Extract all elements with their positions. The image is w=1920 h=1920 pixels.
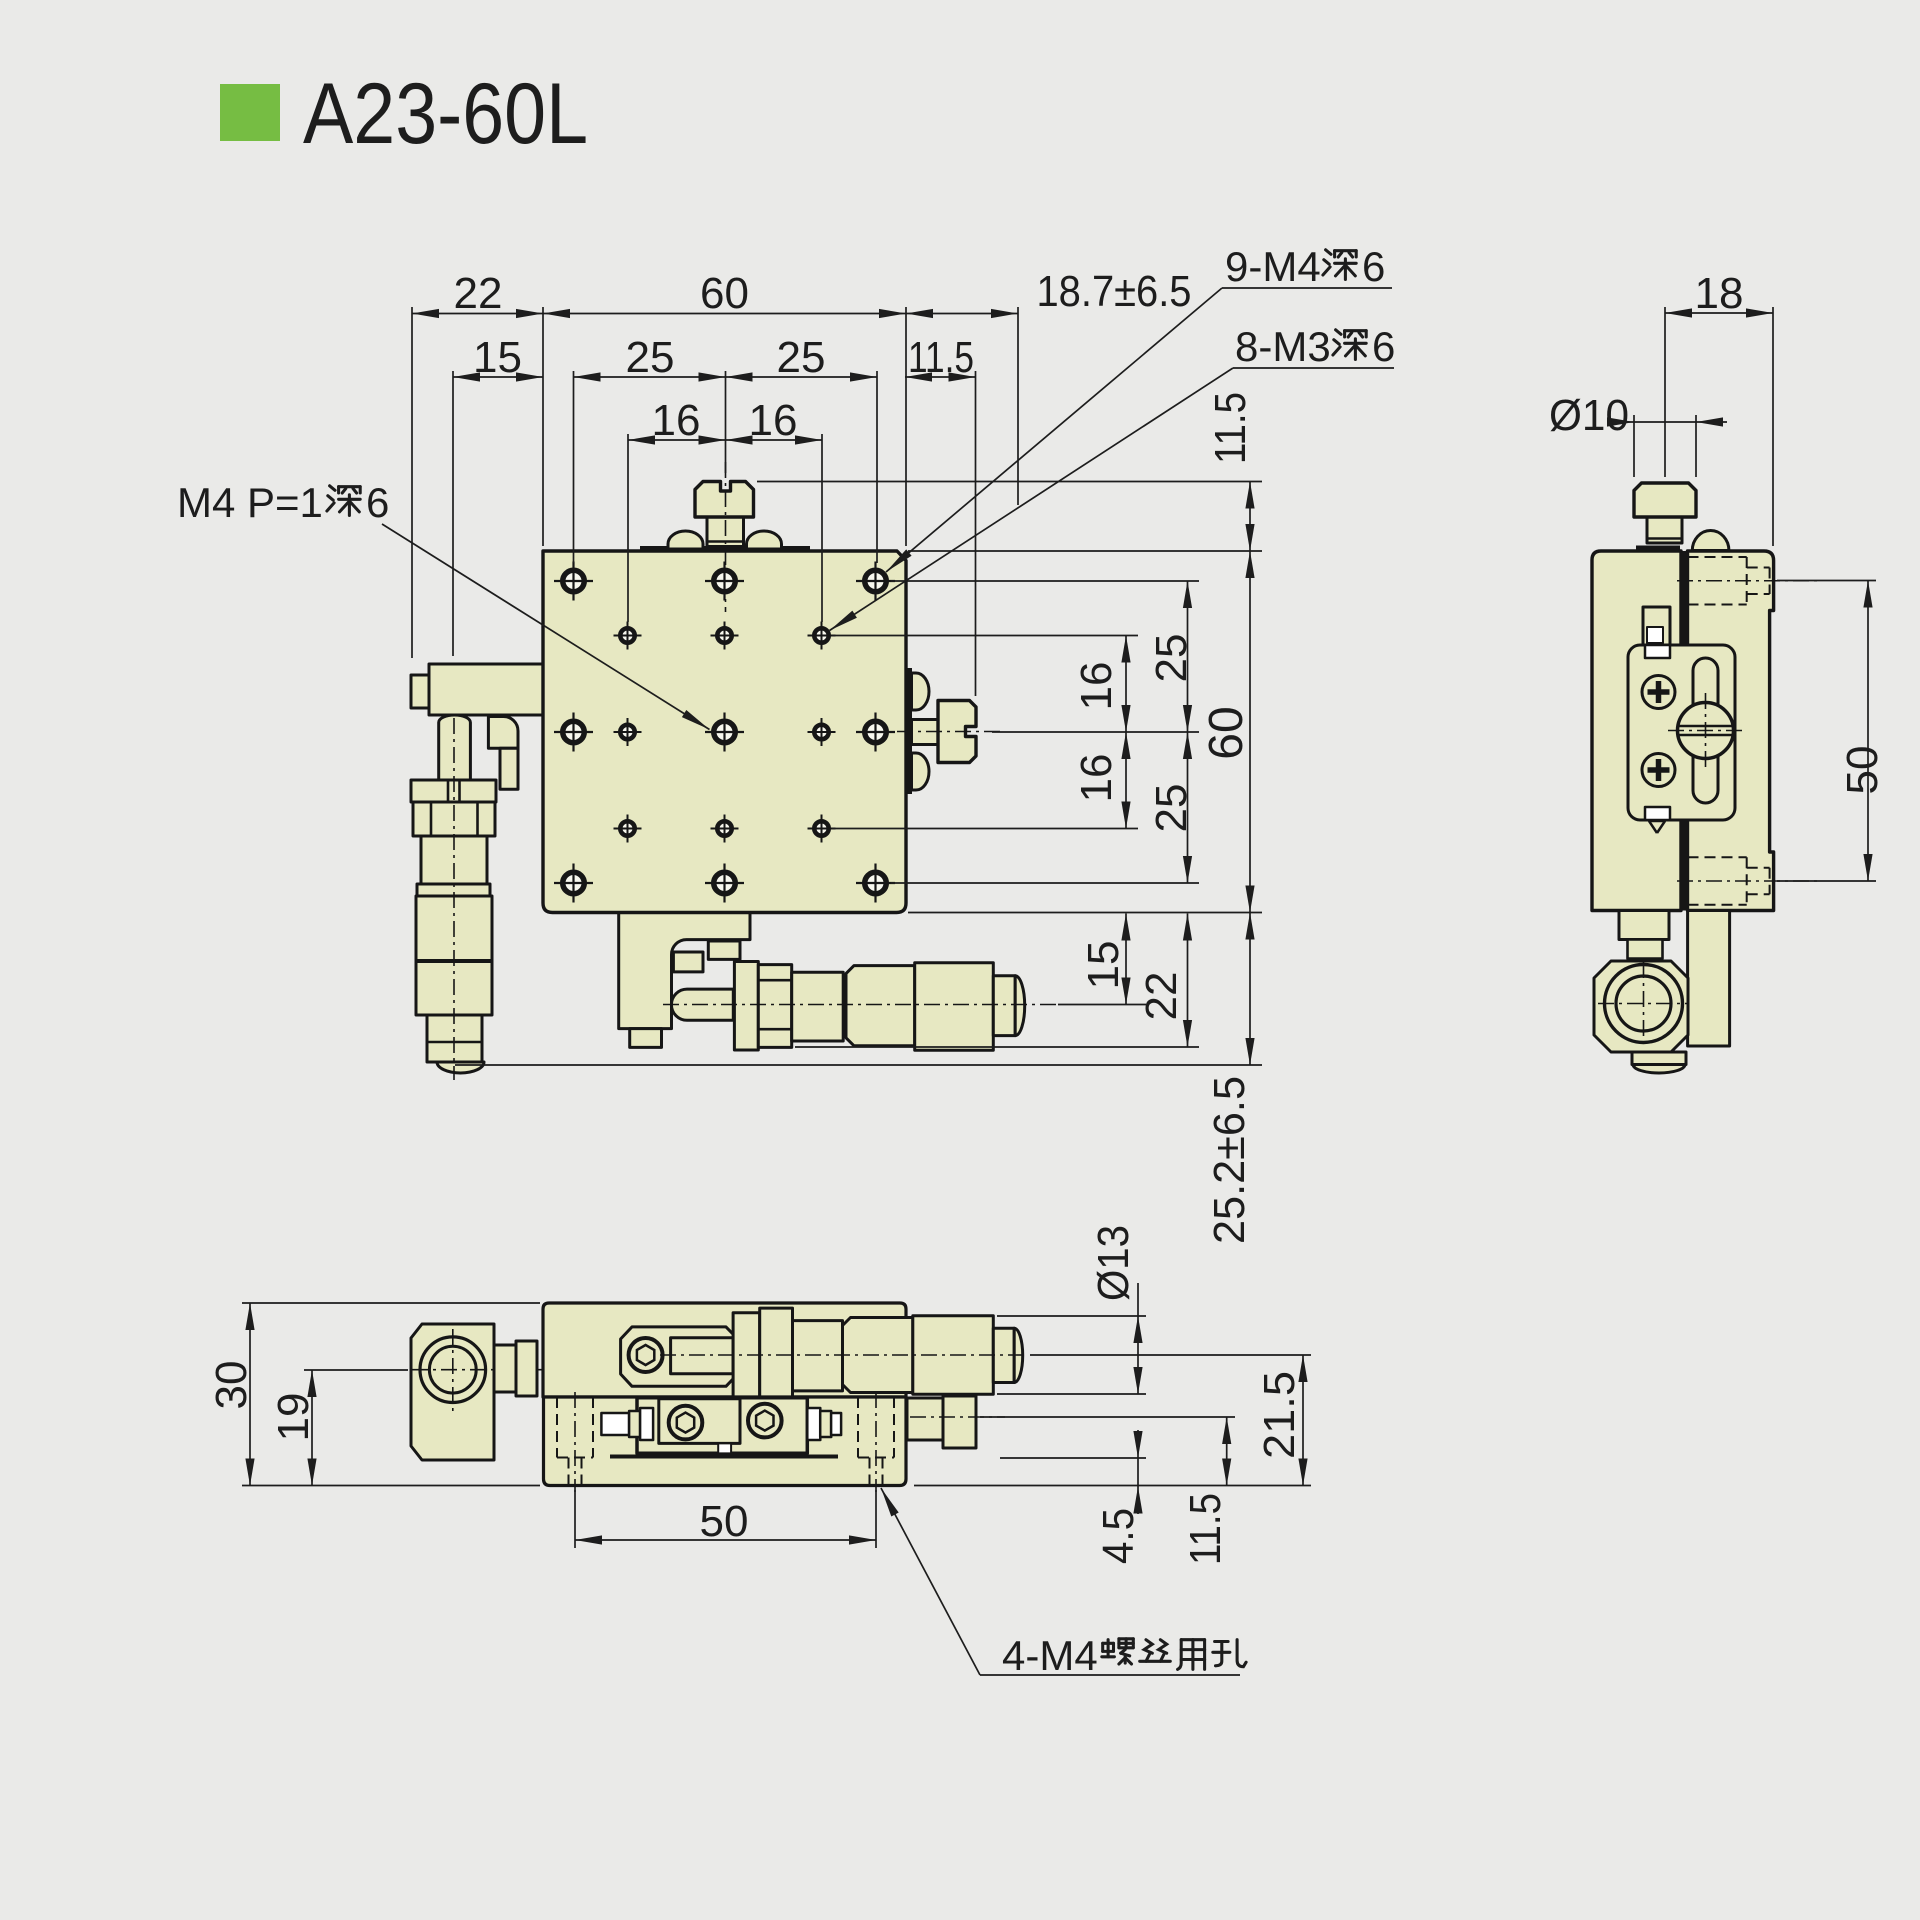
svg-text:50: 50 xyxy=(1838,746,1887,795)
svg-text:25: 25 xyxy=(626,333,675,382)
svg-text:11.5: 11.5 xyxy=(1206,392,1255,464)
svg-text:19: 19 xyxy=(269,1393,318,1442)
svg-text:15: 15 xyxy=(1079,941,1128,990)
svg-text:11.5: 11.5 xyxy=(1181,1493,1230,1565)
svg-text:M4 P=1: M4 P=1 xyxy=(177,479,323,526)
svg-text:25: 25 xyxy=(1147,634,1196,683)
svg-text:25: 25 xyxy=(1147,784,1196,833)
svg-text:30: 30 xyxy=(207,1361,256,1410)
svg-text:11.5: 11.5 xyxy=(908,333,974,382)
svg-text:9-M4: 9-M4 xyxy=(1225,243,1321,290)
svg-text:6: 6 xyxy=(1362,243,1385,290)
svg-text:16: 16 xyxy=(1072,662,1121,711)
svg-text:60: 60 xyxy=(1200,706,1253,759)
svg-text:22: 22 xyxy=(454,269,503,318)
svg-text:18.7±6.5: 18.7±6.5 xyxy=(1037,267,1192,316)
svg-text:60: 60 xyxy=(700,269,749,318)
svg-text:50: 50 xyxy=(700,1497,749,1546)
svg-text:A23-60L: A23-60L xyxy=(303,66,588,162)
svg-text:Ø13: Ø13 xyxy=(1089,1225,1138,1301)
svg-text:21.5: 21.5 xyxy=(1255,1371,1304,1459)
svg-text:25: 25 xyxy=(777,333,826,382)
svg-text:Ø10: Ø10 xyxy=(1549,391,1629,440)
svg-text:4-M4: 4-M4 xyxy=(1002,1632,1098,1679)
svg-text:18: 18 xyxy=(1695,269,1744,318)
svg-text:16: 16 xyxy=(652,396,701,445)
svg-text:6: 6 xyxy=(366,479,389,526)
svg-text:16: 16 xyxy=(749,396,798,445)
svg-text:4.5: 4.5 xyxy=(1094,1508,1143,1564)
svg-text:8-M3: 8-M3 xyxy=(1235,323,1331,370)
svg-text:6: 6 xyxy=(1372,323,1395,370)
svg-text:22: 22 xyxy=(1137,972,1186,1021)
svg-text:15: 15 xyxy=(473,333,522,382)
svg-text:25.2±6.5: 25.2±6.5 xyxy=(1205,1076,1254,1244)
svg-text:16: 16 xyxy=(1072,754,1121,803)
